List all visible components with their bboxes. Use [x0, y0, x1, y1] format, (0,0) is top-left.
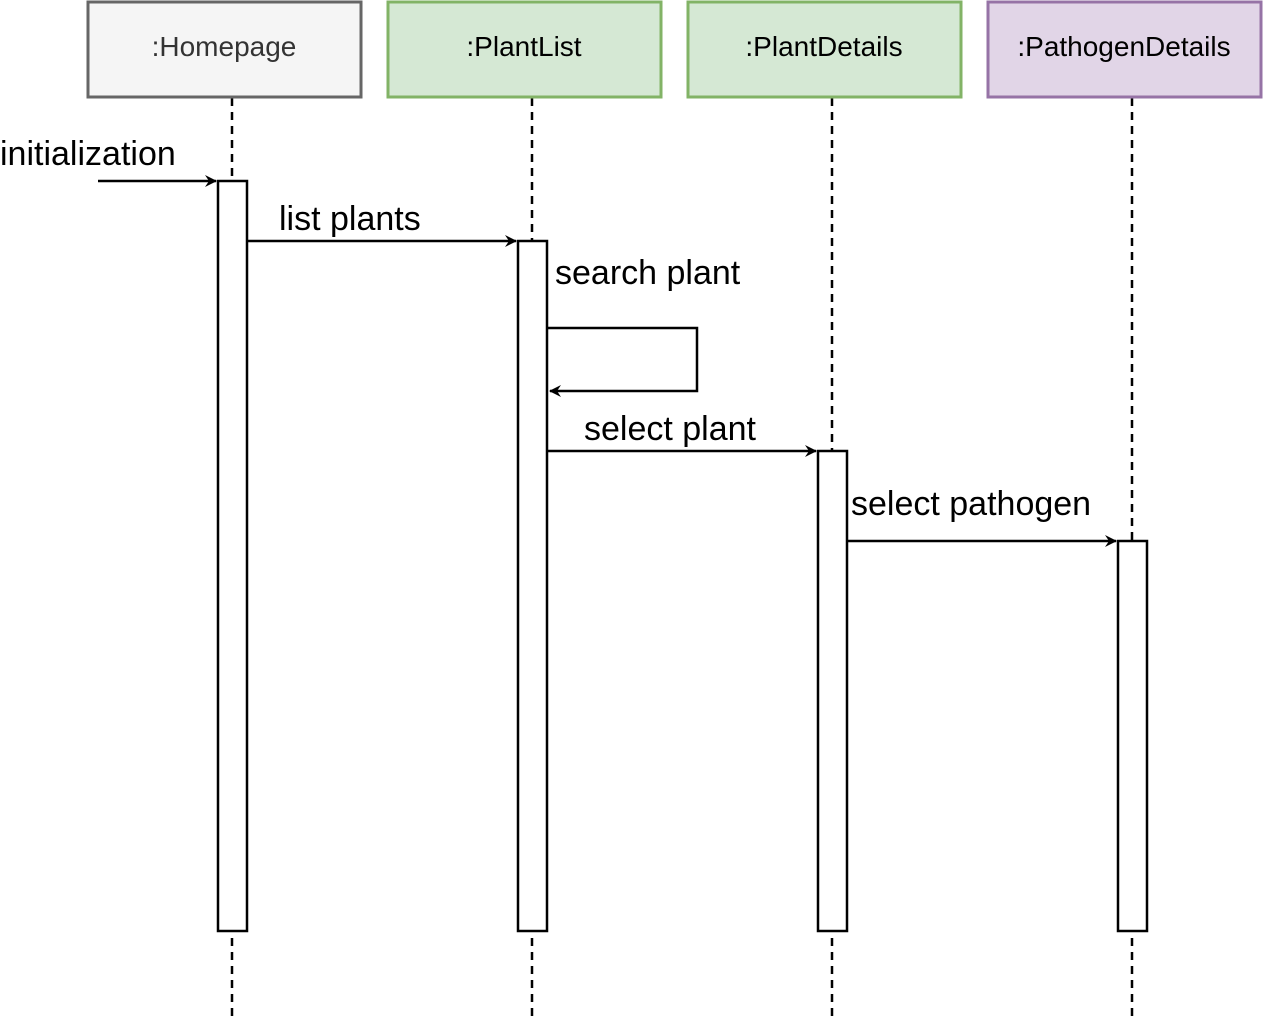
participant-label: :PlantDetails — [745, 31, 902, 62]
participant-plantdetails: :PlantDetails — [686, 0, 963, 99]
message-label: select pathogen — [851, 485, 1091, 523]
participant-box — [386, 0, 663, 99]
message-label: initialization — [0, 135, 176, 173]
participant-plantlist: :PlantList — [386, 0, 663, 99]
participant-homepage: :Homepage — [86, 0, 363, 99]
activation-bar-homepage — [216, 179, 249, 933]
participant-label: :PlantList — [466, 31, 581, 62]
message-arrow — [547, 326, 699, 397]
participant-box — [986, 0, 1263, 99]
message-label: list plants — [279, 200, 421, 238]
participant-box — [686, 0, 963, 99]
message-label: select plant — [584, 410, 757, 448]
message-search-plant: search plant — [547, 254, 741, 397]
message-list-plants: list plants — [247, 200, 517, 247]
participant-label: :PathogenDetails — [1017, 31, 1230, 62]
activation-bar-plantlist — [516, 239, 549, 933]
message-label: search plant — [555, 254, 741, 292]
participant-label: :Homepage — [152, 31, 297, 62]
message-initialization: initialization — [0, 135, 217, 187]
message-select-plant: select plant — [547, 410, 817, 457]
activation-bar-pathogendetails — [1116, 539, 1149, 933]
activation-bar-plantdetails — [816, 449, 849, 933]
participant-pathogendetails: :PathogenDetails — [986, 0, 1263, 99]
participant-box — [86, 0, 363, 99]
message-select-pathogen: select pathogen — [847, 485, 1117, 547]
